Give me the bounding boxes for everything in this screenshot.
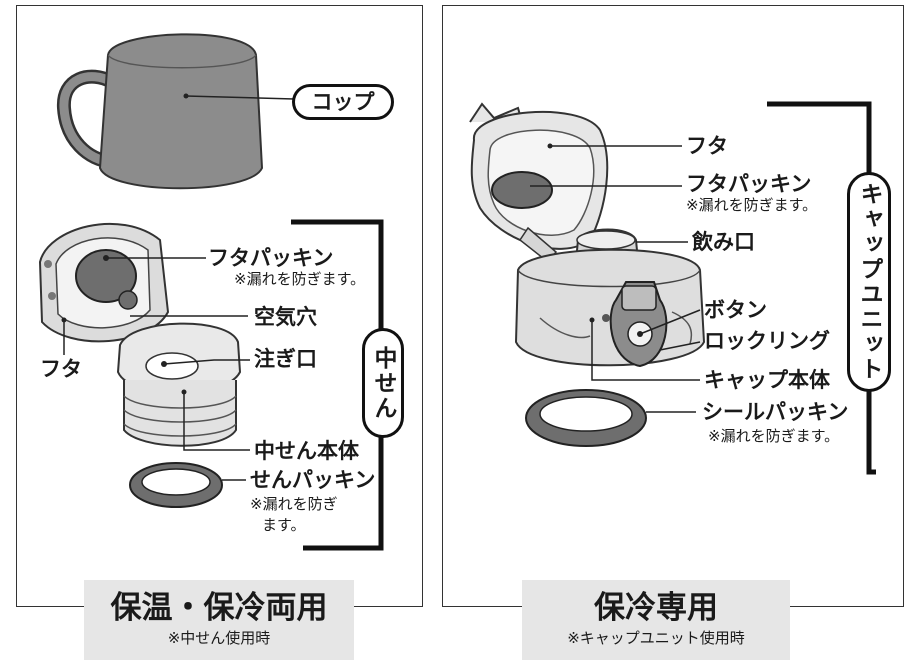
footer-insulated-title: 保温・保冷両用 [110, 590, 328, 626]
cap-body-label: キャップ本体 [704, 368, 830, 392]
cap-lid-label: フタ [686, 134, 728, 158]
seal-packing-note: ※漏れを防ぎます。 [708, 427, 840, 445]
mouth-label: 飲み口 [692, 230, 755, 254]
stopper-packing-note-line2: ます。 [262, 516, 306, 534]
footer-cold-only: 保冷専用 ※キャップユニット使用時 [522, 580, 790, 660]
stopper-packing-note-line1: ※漏れを防ぎ [250, 495, 338, 513]
cup-drawing [56, 33, 264, 190]
footer-insulated: 保温・保冷両用 ※中せん使用時 [84, 580, 354, 660]
stopper-body-label: 中せん本体 [254, 439, 359, 463]
button-label: ボタン [704, 298, 767, 322]
seal-packing-drawing [525, 389, 647, 447]
lid-packing-label: フタパッキン [208, 246, 334, 270]
air-hole-label: 空気穴 [254, 305, 317, 329]
stopper-lid-drawing [38, 222, 170, 343]
lid-label: フタ [40, 357, 82, 381]
cap-lid-packing-label: フタパッキン [686, 172, 812, 196]
lid-packing-note: ※漏れを防ぎます。 [234, 270, 366, 288]
spout-label: 注ぎ口 [254, 347, 317, 371]
cap-body-drawing [514, 228, 706, 368]
footer-cold-only-subtitle: ※キャップユニット使用時 [567, 629, 745, 647]
footer-insulated-subtitle: ※中せん使用時 [167, 629, 271, 647]
cup-leader-line [185, 95, 295, 100]
stopper-section-label: 中せん [362, 328, 404, 438]
cap-lid-packing-note: ※漏れを防ぎます。 [686, 196, 818, 214]
stopper-body-drawing [116, 322, 242, 447]
cup-label: コップ [292, 84, 394, 120]
cap-unit-section-label: キャップユニット [847, 172, 891, 392]
stopper-packing-drawing [129, 462, 223, 508]
stopper-packing-label: せんパッキン [250, 468, 376, 492]
lock-ring-label: ロックリング [704, 329, 830, 353]
seal-packing-label: シールパッキン [702, 400, 849, 424]
footer-cold-only-title: 保冷専用 [594, 590, 718, 626]
